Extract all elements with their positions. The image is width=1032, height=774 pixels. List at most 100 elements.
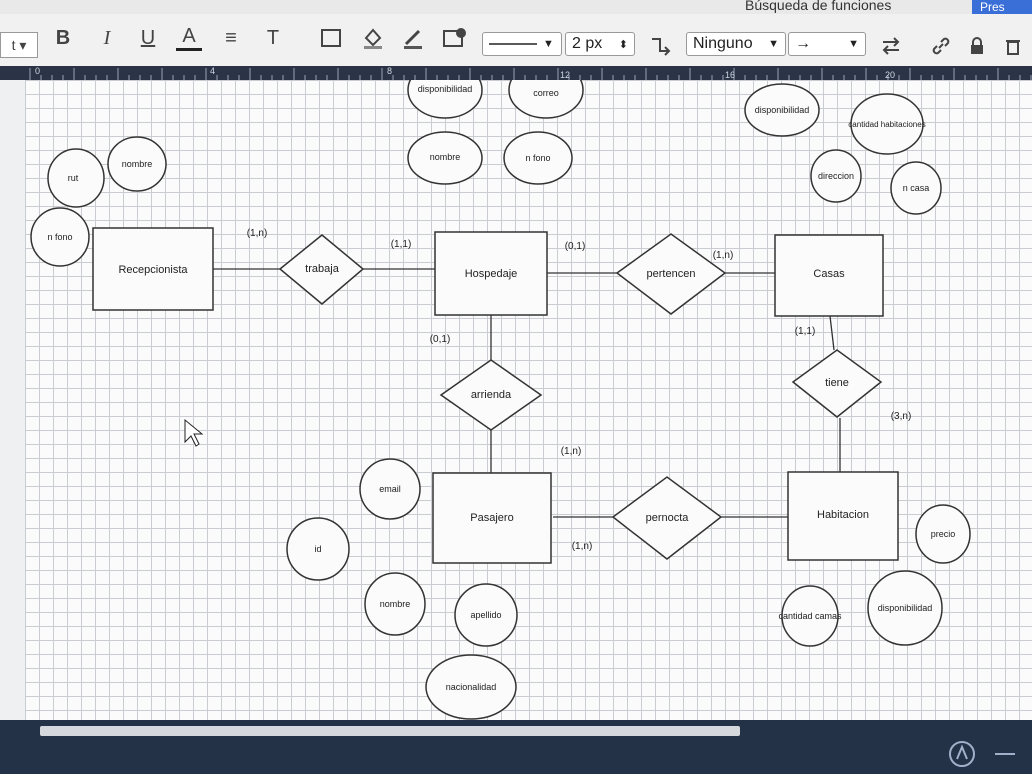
text-size-button[interactable]: T [266,26,280,49]
font-color-button[interactable]: A [176,24,202,51]
underline-button[interactable]: U [140,26,156,49]
line-color-icon[interactable] [398,24,428,52]
attribute-correo[interactable] [508,80,584,119]
connector-line[interactable] [829,315,835,351]
attribute-nombre[interactable] [407,131,483,185]
entity-recepcionista[interactable] [92,227,214,311]
chevron-down-icon: ▼ [848,38,859,50]
ruler-label: 0 [35,66,40,76]
cardinality-label: (0,1) [430,334,451,345]
attribute-label: rut [68,173,79,183]
attribute-disponibilidad[interactable] [867,570,943,646]
horizontal-scrollbar[interactable] [40,726,740,736]
attribute-cantidad-camas[interactable] [781,585,839,647]
connector-elbow-icon[interactable] [646,32,674,60]
line-width-value: 2 px [572,35,603,52]
attribute-label: direccion [818,171,854,181]
attribute-label: cantidad habitaciones [848,120,925,129]
attribute-label: precio [931,529,956,539]
attribute-label: nombre [122,159,153,169]
attribute-label: correo [533,88,559,98]
ruler-label: 16 [725,70,735,80]
lock-icon[interactable] [964,32,990,60]
arrow-end-value: → [795,35,811,52]
attribute-label: disponibilidad [418,84,473,94]
line-width-select[interactable]: 2 px ⬍ [565,32,635,56]
entity-pasajero[interactable] [432,472,552,564]
italic-button[interactable]: I [103,26,111,49]
attribute-label: nombre [430,152,461,162]
relationship-label: trabaja [305,263,340,275]
attribute-nombre[interactable] [364,572,426,636]
attribute-disponibilidad[interactable] [744,83,820,137]
present-button[interactable]: Pres [972,0,1032,14]
function-search-label[interactable]: Búsqueda de funciones [745,0,892,13]
attribute-nombre[interactable] [107,136,167,192]
arrow-start-select[interactable]: Ninguno ▼ [686,32,786,56]
relationship-pernocta[interactable] [611,476,723,560]
attribute-label: nacionalidad [446,682,497,692]
arrow-end-select[interactable]: → ▼ [788,32,866,56]
attribute-label: n casa [903,183,930,193]
relationship-label: tiene [825,377,849,389]
navigate-icon[interactable] [949,741,975,767]
relationship-label: pernocta [646,512,690,524]
attribute-label: disponibilidad [755,105,810,115]
line-dash-select[interactable]: ▼ [482,32,562,56]
swap-arrows-icon[interactable] [878,32,904,60]
relationship-tiene[interactable] [791,349,883,418]
diagram-canvas[interactable]: Recepcionista Hospedaje Casas Pasajero H… [25,80,1032,720]
attribute-n-casa[interactable] [890,161,942,215]
delete-icon[interactable] [1000,32,1026,60]
horizontal-ruler: 0 4 8 12 16 20 [0,66,1032,80]
entity-casas[interactable] [774,234,884,317]
attribute-rut[interactable] [47,148,105,208]
attribute-label: disponibilidad [878,603,933,613]
arrow-start-value: Ninguno [693,35,753,52]
navigate-arrow-icon [956,744,968,760]
attribute-precio[interactable] [915,504,971,564]
format-toolbar: t ▾ B I U A ≡ T ▼ 2 px ⬍ Ninguno ▼ → ▼ [0,14,1032,67]
attribute-label: email [379,484,401,494]
relationship-pertencen[interactable] [615,233,727,315]
cardinality-label: (1,n) [561,446,582,457]
relationship-label: arrienda [471,389,512,401]
bold-button[interactable]: B [55,26,71,49]
link-icon[interactable] [928,32,954,60]
relationship-trabaja[interactable] [278,234,365,305]
entity-hospedaje[interactable] [434,231,548,316]
attribute-direccion[interactable] [810,149,862,203]
cardinality-label: (1,n) [247,228,268,239]
entity-label: Casas [813,268,845,280]
align-button[interactable]: ≡ [225,26,237,49]
insert-image-icon[interactable] [438,24,472,52]
mouse-cursor-icon [184,418,204,447]
fill-color-icon[interactable] [358,24,388,52]
relationship-arrienda[interactable] [439,359,543,431]
attribute-nacionalidad[interactable] [425,654,517,720]
attribute-disponibilidad[interactable] [407,80,483,119]
attribute-label: n fono [525,153,550,163]
entity-habitacion[interactable] [787,471,899,561]
cardinality-label: (1,1) [795,326,816,337]
attribute-id[interactable] [286,517,350,581]
attribute-cantidad-habitaciones[interactable] [850,93,924,155]
ruler-label: 12 [560,70,570,80]
style-dropdown[interactable]: t ▾ [0,32,38,58]
attribute-n-fono[interactable] [503,131,573,185]
attribute-email[interactable] [359,458,421,520]
window-top-bar: Búsqueda de funciones Pres [0,0,1032,14]
entity-label: Habitacion [817,509,869,521]
relationship-label: pertencen [647,268,696,280]
ruler-label: 4 [210,66,215,76]
ruler-label: 8 [387,66,392,76]
attribute-label: apellido [470,610,501,620]
cardinality-label: (0,1) [565,241,586,252]
attribute-n-fono[interactable] [30,207,90,267]
cardinality-label: (1,1) [391,239,412,250]
attribute-apellido[interactable] [454,583,518,647]
cardinality-label: (1,n) [572,541,593,552]
shape-border-icon[interactable] [316,24,346,52]
entity-label: Pasajero [470,512,513,524]
attribute-label: nombre [380,599,411,609]
